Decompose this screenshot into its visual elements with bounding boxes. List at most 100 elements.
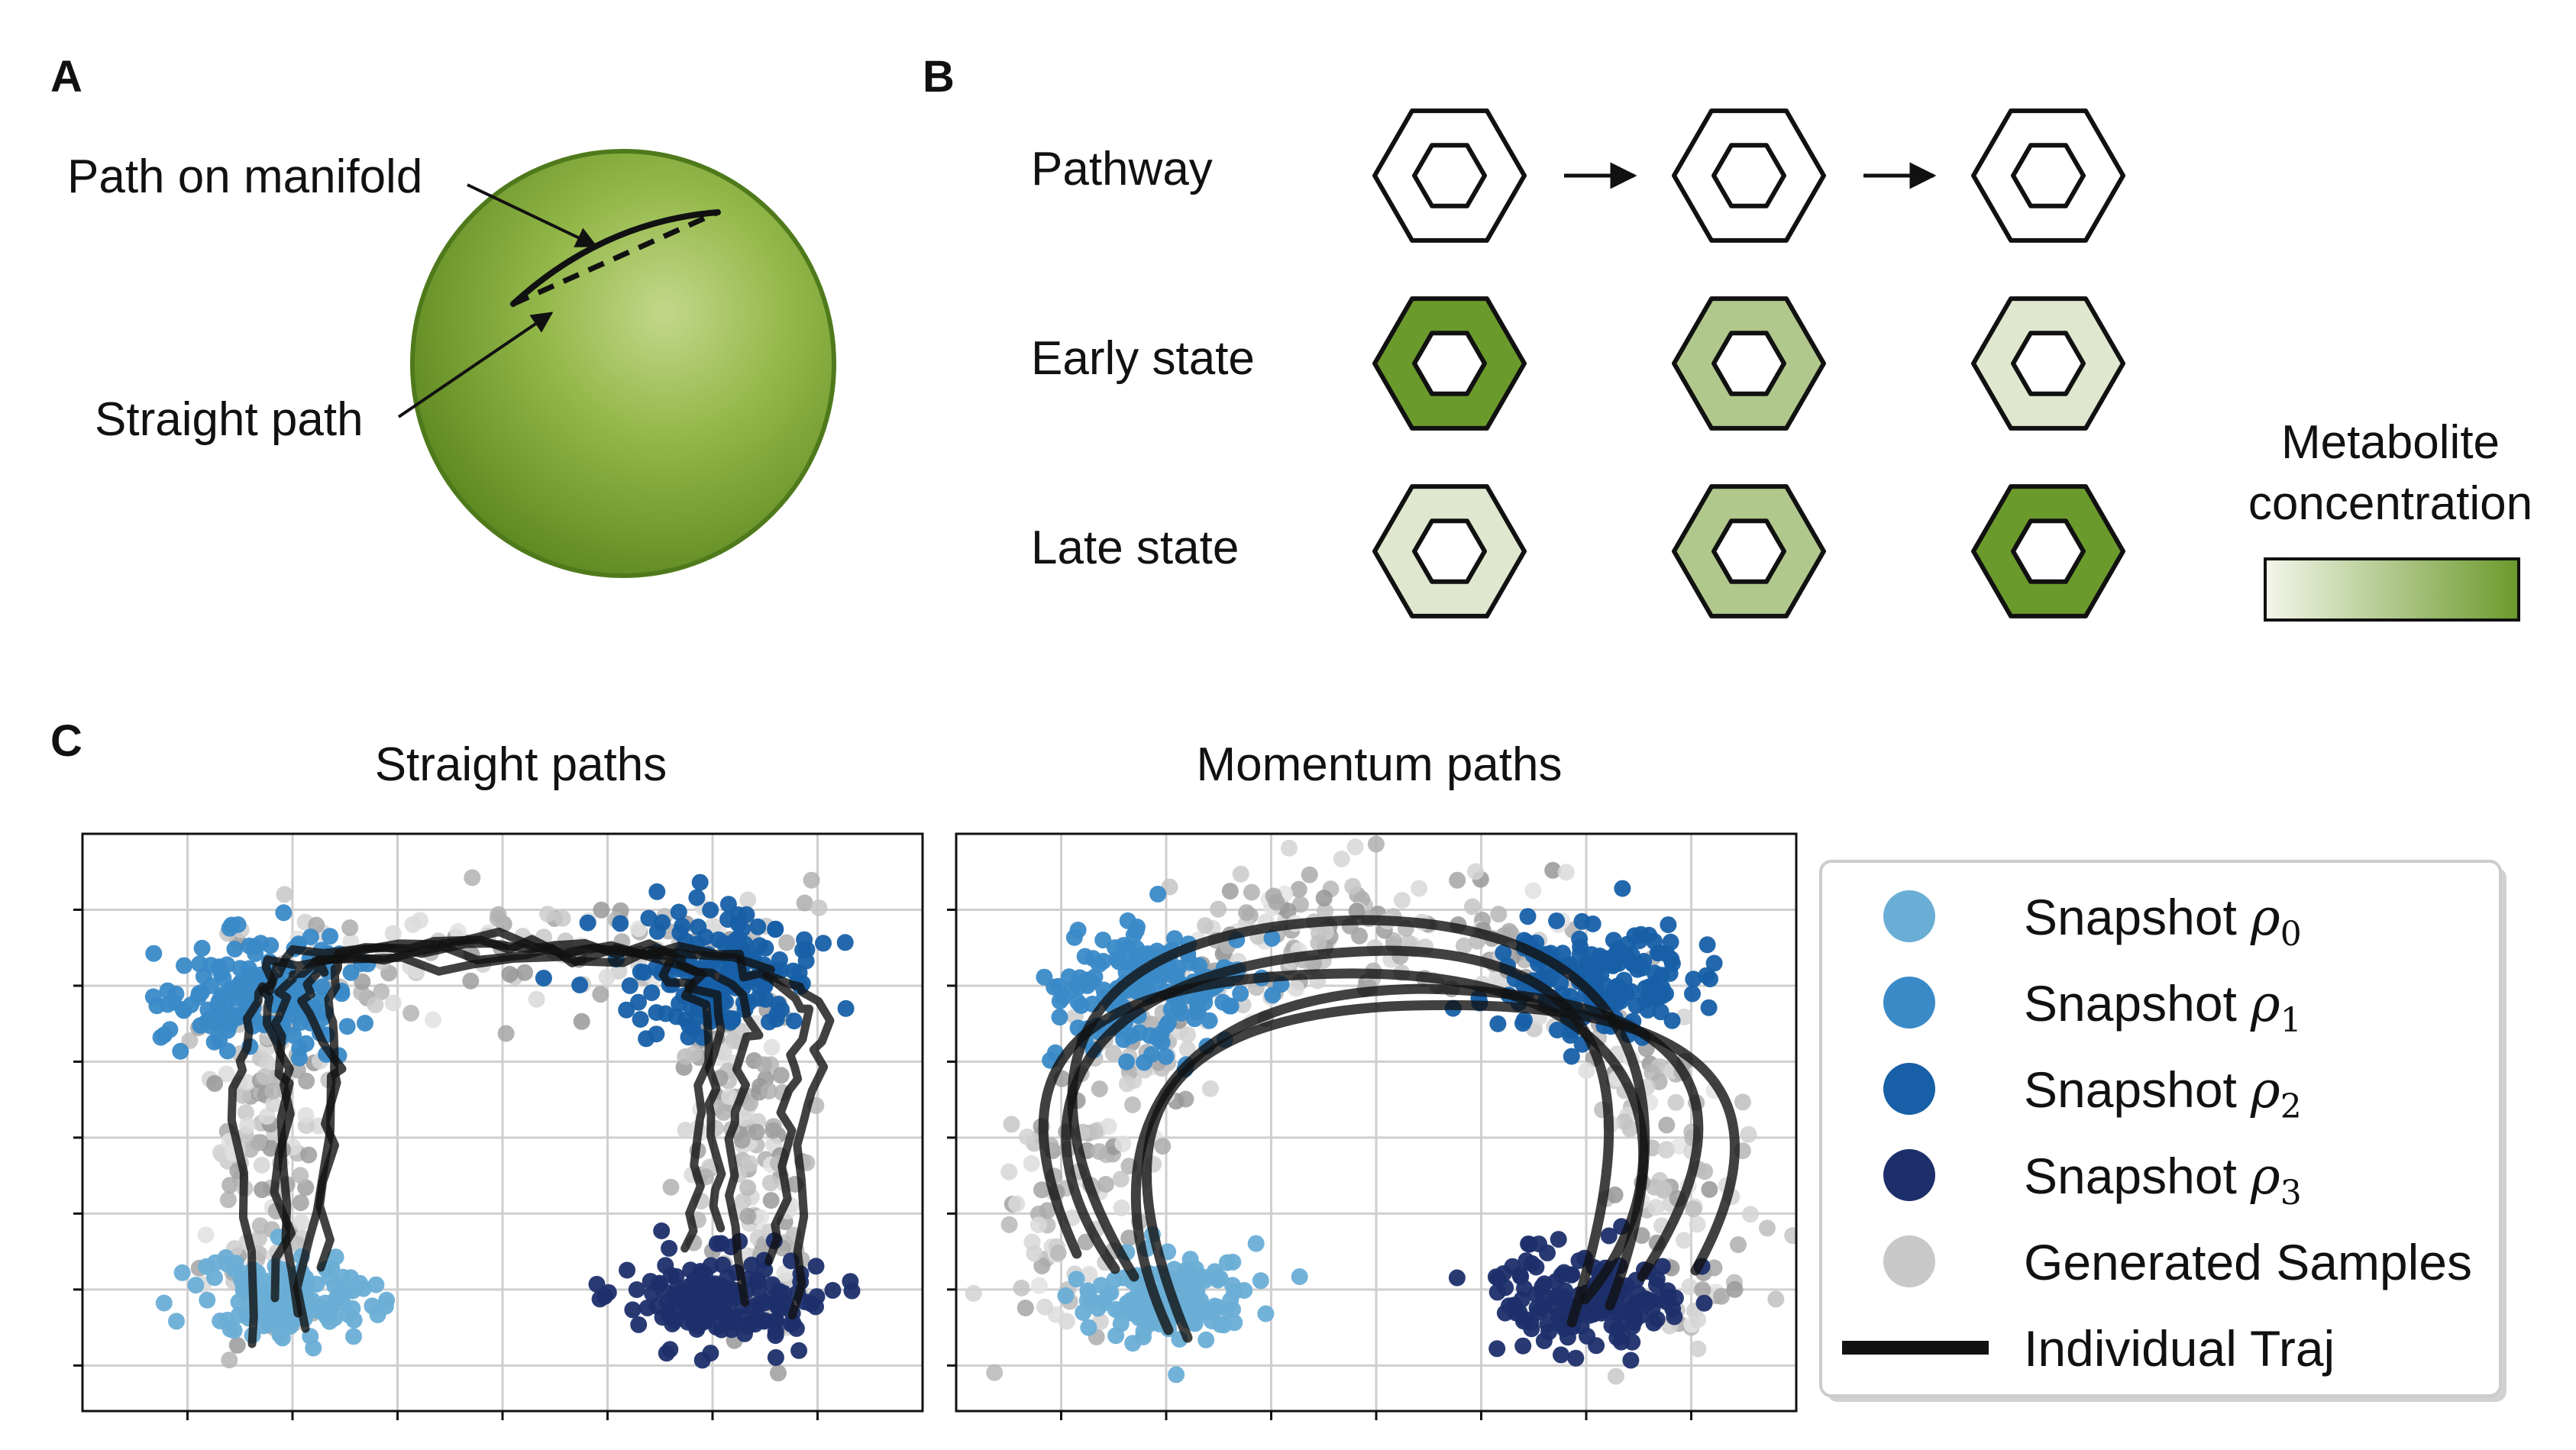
generated-sample-point [1114, 1135, 1132, 1153]
snapshot-rho0-point [1203, 1313, 1220, 1329]
snapshot-rho0-point [345, 1328, 362, 1345]
snapshot-rho3-point [698, 1305, 716, 1322]
snapshot-rho2-point [1652, 1003, 1669, 1021]
generated-sample-point [1058, 1313, 1075, 1330]
generated-sample-point [735, 1109, 752, 1127]
snapshot-rho0-point [1252, 1272, 1269, 1290]
momentum-trajectory [1061, 945, 1614, 1328]
straight-path-arrow [397, 312, 554, 418]
snapshot-rho1-point [1263, 929, 1281, 947]
colorbar-title-line1: Metabolite [2281, 416, 2500, 469]
snapshot-rho0-point [1092, 1277, 1110, 1294]
snapshot-rho3-point [628, 1281, 645, 1298]
hexagon-inner-pathway-2 [1711, 143, 1786, 208]
generated-sample-point [1681, 1278, 1698, 1296]
snapshot-rho3-point [638, 1299, 656, 1316]
generated-sample-point [259, 1054, 276, 1072]
generated-sample-point [733, 1132, 751, 1149]
snapshot-rho1-point [1069, 993, 1087, 1011]
snapshot-rho3-point [591, 1290, 609, 1308]
snapshot-rho3-point [1658, 1293, 1676, 1310]
snapshot-rho2-point [1495, 944, 1512, 961]
snapshot-rho2-point [749, 990, 767, 1007]
legend-label-6: Individual Traj [2024, 1320, 2335, 1377]
snapshot-rho2-point [571, 977, 589, 993]
generated-sample-point [1557, 864, 1575, 881]
generated-sample-point [516, 964, 534, 981]
snapshot-rho3-point [1622, 1352, 1640, 1369]
snapshot-rho0-point [327, 1248, 344, 1266]
snapshot-rho2-point [719, 896, 737, 913]
generated-sample-point [760, 1082, 777, 1100]
generated-sample-point [1033, 1258, 1051, 1274]
generated-sample-point [384, 925, 402, 942]
snapshot-rho1-point [1158, 1017, 1175, 1035]
snapshot-rho3-point [739, 1318, 756, 1335]
snapshot-rho0-point [259, 1312, 276, 1329]
generated-sample-point [1120, 1229, 1138, 1247]
generated-sample-point [1124, 1096, 1141, 1113]
snapshot-rho0-point [155, 1294, 173, 1312]
snapshot-rho2-point [815, 935, 832, 952]
path-on-manifold-label: Path on manifold [67, 150, 422, 203]
generated-sample-point [254, 1181, 271, 1199]
snapshot-rho2-point [1548, 912, 1566, 929]
snapshot-rho2-point [1700, 999, 1718, 1016]
generated-sample-point [300, 1146, 318, 1164]
generated-sample-point [1621, 1120, 1639, 1138]
generated-sample-point [739, 891, 757, 909]
generated-sample-point [1201, 1080, 1219, 1097]
snapshot-rho0-point [1131, 1287, 1149, 1305]
left-plot-ticks [73, 908, 819, 1420]
snapshot-rho2-point [1653, 979, 1671, 996]
snapshot-rho2-point [697, 928, 714, 946]
generated-sample-point [449, 923, 467, 940]
generated-sample-point [1658, 1116, 1676, 1134]
snapshot-rho1-point [357, 1015, 373, 1032]
snapshot-rho2-point [1609, 977, 1627, 995]
generated-sample-point [1232, 865, 1249, 883]
row-label-early-state: Early state [1031, 332, 1255, 385]
snapshot-rho1-point [211, 1032, 228, 1049]
snapshot-rho3-point [624, 1301, 642, 1319]
generated-sample-point [1647, 1199, 1665, 1216]
snapshot-rho2-point [751, 937, 768, 954]
snapshot-rho0-point [1118, 1294, 1136, 1312]
hexagon-inner-late-2 [1711, 518, 1786, 584]
snapshot-rho3-point [619, 1261, 636, 1279]
snapshot-rho3-point [1638, 1295, 1656, 1312]
generated-sample-point [197, 1226, 215, 1244]
generated-sample-point [1524, 882, 1542, 899]
snapshot-rho0-point [1107, 1327, 1125, 1345]
generated-sample-point [1008, 1195, 1026, 1213]
snapshot-rho2-point [618, 1001, 635, 1019]
snapshot-rho0-point [1191, 1292, 1209, 1309]
generated-sample-point [402, 1004, 420, 1022]
snapshot-rho3-point [1512, 1268, 1530, 1285]
generated-sample-point [264, 1083, 282, 1100]
generated-sample-point [761, 1174, 779, 1192]
snapshot-rho2-point [1489, 1015, 1507, 1032]
snapshot-rho0-point [1068, 1271, 1085, 1288]
generated-sample-point [1023, 1155, 1040, 1172]
snapshot-rho2-point [1660, 916, 1677, 934]
generated-sample-point [425, 1011, 441, 1029]
legend-label-5: Generated Samples [2024, 1234, 2472, 1290]
generated-sample-point [251, 1217, 269, 1235]
generated-sample-point [206, 1075, 224, 1092]
snapshot-rho1-point [1060, 968, 1078, 986]
generated-sample-point [1265, 887, 1282, 905]
snapshot-rho1-point [1201, 1012, 1218, 1029]
generated-sample-point [297, 1106, 315, 1124]
snapshot-rho3-point [1520, 1235, 1537, 1253]
snapshot-rho2-point [724, 1011, 742, 1029]
generated-sample-point [685, 1045, 703, 1063]
colorbar-title-line2: concentration [2248, 477, 2532, 530]
snapshot-rho3-point [630, 1316, 648, 1333]
snapshot-rho0-point [1185, 1314, 1203, 1332]
snapshot-rho0-point [1080, 1319, 1097, 1336]
snapshot-rho3-point [1666, 1308, 1683, 1326]
concentration-colorbar [2264, 557, 2520, 622]
snapshot-rho3-point [807, 1258, 825, 1275]
